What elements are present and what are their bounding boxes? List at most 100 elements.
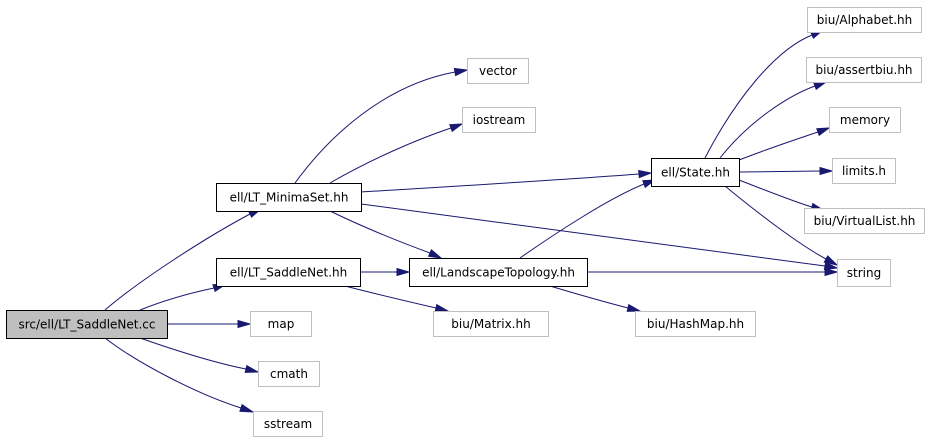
- edge-root-to-sstream: [104, 337, 255, 413]
- node-saddlenet[interactable]: ell/LT_SaddleNet.hh: [216, 258, 361, 287]
- node-label: string: [847, 266, 881, 280]
- node-label: iostream: [473, 113, 526, 127]
- node-label: ell/State.hh: [661, 166, 730, 180]
- node-string: string: [837, 259, 891, 287]
- edges-layer: [104, 29, 839, 413]
- arrowhead: [237, 319, 252, 329]
- node-box: [804, 208, 925, 234]
- node-memory: memory: [829, 107, 901, 133]
- node-label: biu/VirtualList.hh: [814, 214, 916, 228]
- node-label: biu/Alphabet.hh: [817, 13, 912, 27]
- node-box: [651, 158, 740, 187]
- node-minimaset[interactable]: ell/LT_MinimaSet.hh: [216, 183, 362, 212]
- arrowhead: [434, 303, 450, 312]
- edge-line: [738, 179, 813, 208]
- node-box: [216, 258, 361, 287]
- edge-line: [738, 170, 821, 173]
- edge-line: [738, 131, 819, 161]
- node-virtuallist: biu/VirtualList.hh: [804, 208, 925, 234]
- node-box: [462, 107, 536, 133]
- node-state[interactable]: ell/State.hh: [651, 158, 740, 187]
- edge-state-to-string: [724, 185, 839, 266]
- edge-line: [104, 213, 251, 311]
- edge-root-to-map: [167, 319, 252, 329]
- node-vector: vector: [467, 58, 529, 84]
- edge-line: [519, 183, 645, 259]
- edge-minimaset-to-state: [360, 169, 653, 193]
- edge-line: [360, 203, 826, 267]
- edge-landscape-to-state: [519, 179, 657, 259]
- node-box: [216, 183, 362, 212]
- arrowhead: [823, 261, 839, 271]
- arrowhead: [244, 364, 260, 373]
- arrowhead: [427, 248, 443, 259]
- edge-minimaset-to-iostream: [329, 123, 464, 184]
- edge-root-to-saddlenet: [139, 283, 228, 311]
- node-box: [635, 311, 756, 337]
- edge-state-to-memory: [738, 127, 831, 161]
- edge-saddlenet-to-landscape: [360, 267, 411, 277]
- arrowhead: [823, 255, 839, 266]
- node-map: map: [250, 311, 312, 337]
- node-hashmap: biu/HashMap.hh: [635, 311, 756, 337]
- edge-landscape-to-string: [587, 267, 839, 277]
- edge-minimaset-to-landscape: [329, 210, 443, 259]
- node-label: map: [268, 317, 295, 331]
- node-box: [467, 58, 529, 84]
- edge-line: [344, 285, 437, 309]
- edge-minimaset-to-vector: [294, 67, 469, 184]
- edge-line: [704, 34, 813, 159]
- arrowhead: [819, 166, 834, 176]
- node-root[interactable]: src/ell/LT_SaddleNet.cc: [6, 310, 168, 339]
- node-box: [832, 158, 896, 184]
- edge-line: [719, 85, 816, 159]
- node-iostream: iostream: [462, 107, 536, 133]
- node-cmath: cmath: [258, 361, 320, 387]
- arrowhead: [816, 127, 831, 137]
- nodes-layer: src/ell/LT_SaddleNet.cc ell/LT_MinimaSet.…: [6, 7, 925, 437]
- node-assertbiu: biu/assertbiu.hh: [806, 57, 922, 83]
- edge-state-to-limits: [738, 166, 834, 176]
- edge-line: [139, 337, 247, 370]
- node-label: ell/LandscapeTopology.hh: [422, 266, 575, 280]
- edge-line: [329, 127, 452, 184]
- arrowhead: [824, 267, 839, 277]
- node-label: sstream: [264, 417, 312, 431]
- edge-state-to-alphabet: [704, 29, 825, 159]
- edge-line: [360, 173, 640, 193]
- arrowhead: [239, 403, 255, 413]
- node-matrix: biu/Matrix.hh: [433, 311, 549, 337]
- edge-saddlenet-to-matrix: [344, 285, 450, 312]
- node-label: biu/HashMap.hh: [647, 317, 744, 331]
- node-box: [829, 107, 901, 133]
- node-box: [806, 57, 922, 83]
- edge-landscape-to-hashmap: [549, 285, 642, 312]
- node-box: [258, 361, 320, 387]
- edge-line: [104, 337, 242, 409]
- node-label: biu/Matrix.hh: [451, 317, 530, 331]
- edge-line: [139, 287, 215, 311]
- node-label: biu/assertbiu.hh: [815, 63, 912, 77]
- node-label: limits.h: [842, 164, 886, 178]
- node-label: ell/LT_SaddleNet.hh: [230, 266, 347, 280]
- node-limits: limits.h: [832, 158, 896, 184]
- node-landscape[interactable]: ell/LandscapeTopology.hh: [409, 258, 588, 287]
- edge-line: [294, 71, 456, 184]
- node-box: [433, 311, 549, 337]
- arrowhead: [449, 123, 464, 133]
- node-box: [837, 259, 891, 287]
- arrowhead: [396, 267, 411, 277]
- edge-line: [329, 210, 431, 254]
- node-sstream: sstream: [253, 411, 323, 437]
- edge-line: [724, 185, 827, 260]
- edge-minimaset-to-string: [360, 203, 839, 271]
- node-label: vector: [479, 64, 517, 78]
- node-label: cmath: [270, 367, 308, 381]
- arrowhead: [626, 303, 642, 312]
- node-box: [409, 258, 588, 287]
- edge-root-to-cmath: [139, 337, 260, 373]
- edge-state-to-assertbiu: [719, 81, 828, 159]
- edge-line: [549, 285, 629, 309]
- arrowhead: [453, 67, 469, 77]
